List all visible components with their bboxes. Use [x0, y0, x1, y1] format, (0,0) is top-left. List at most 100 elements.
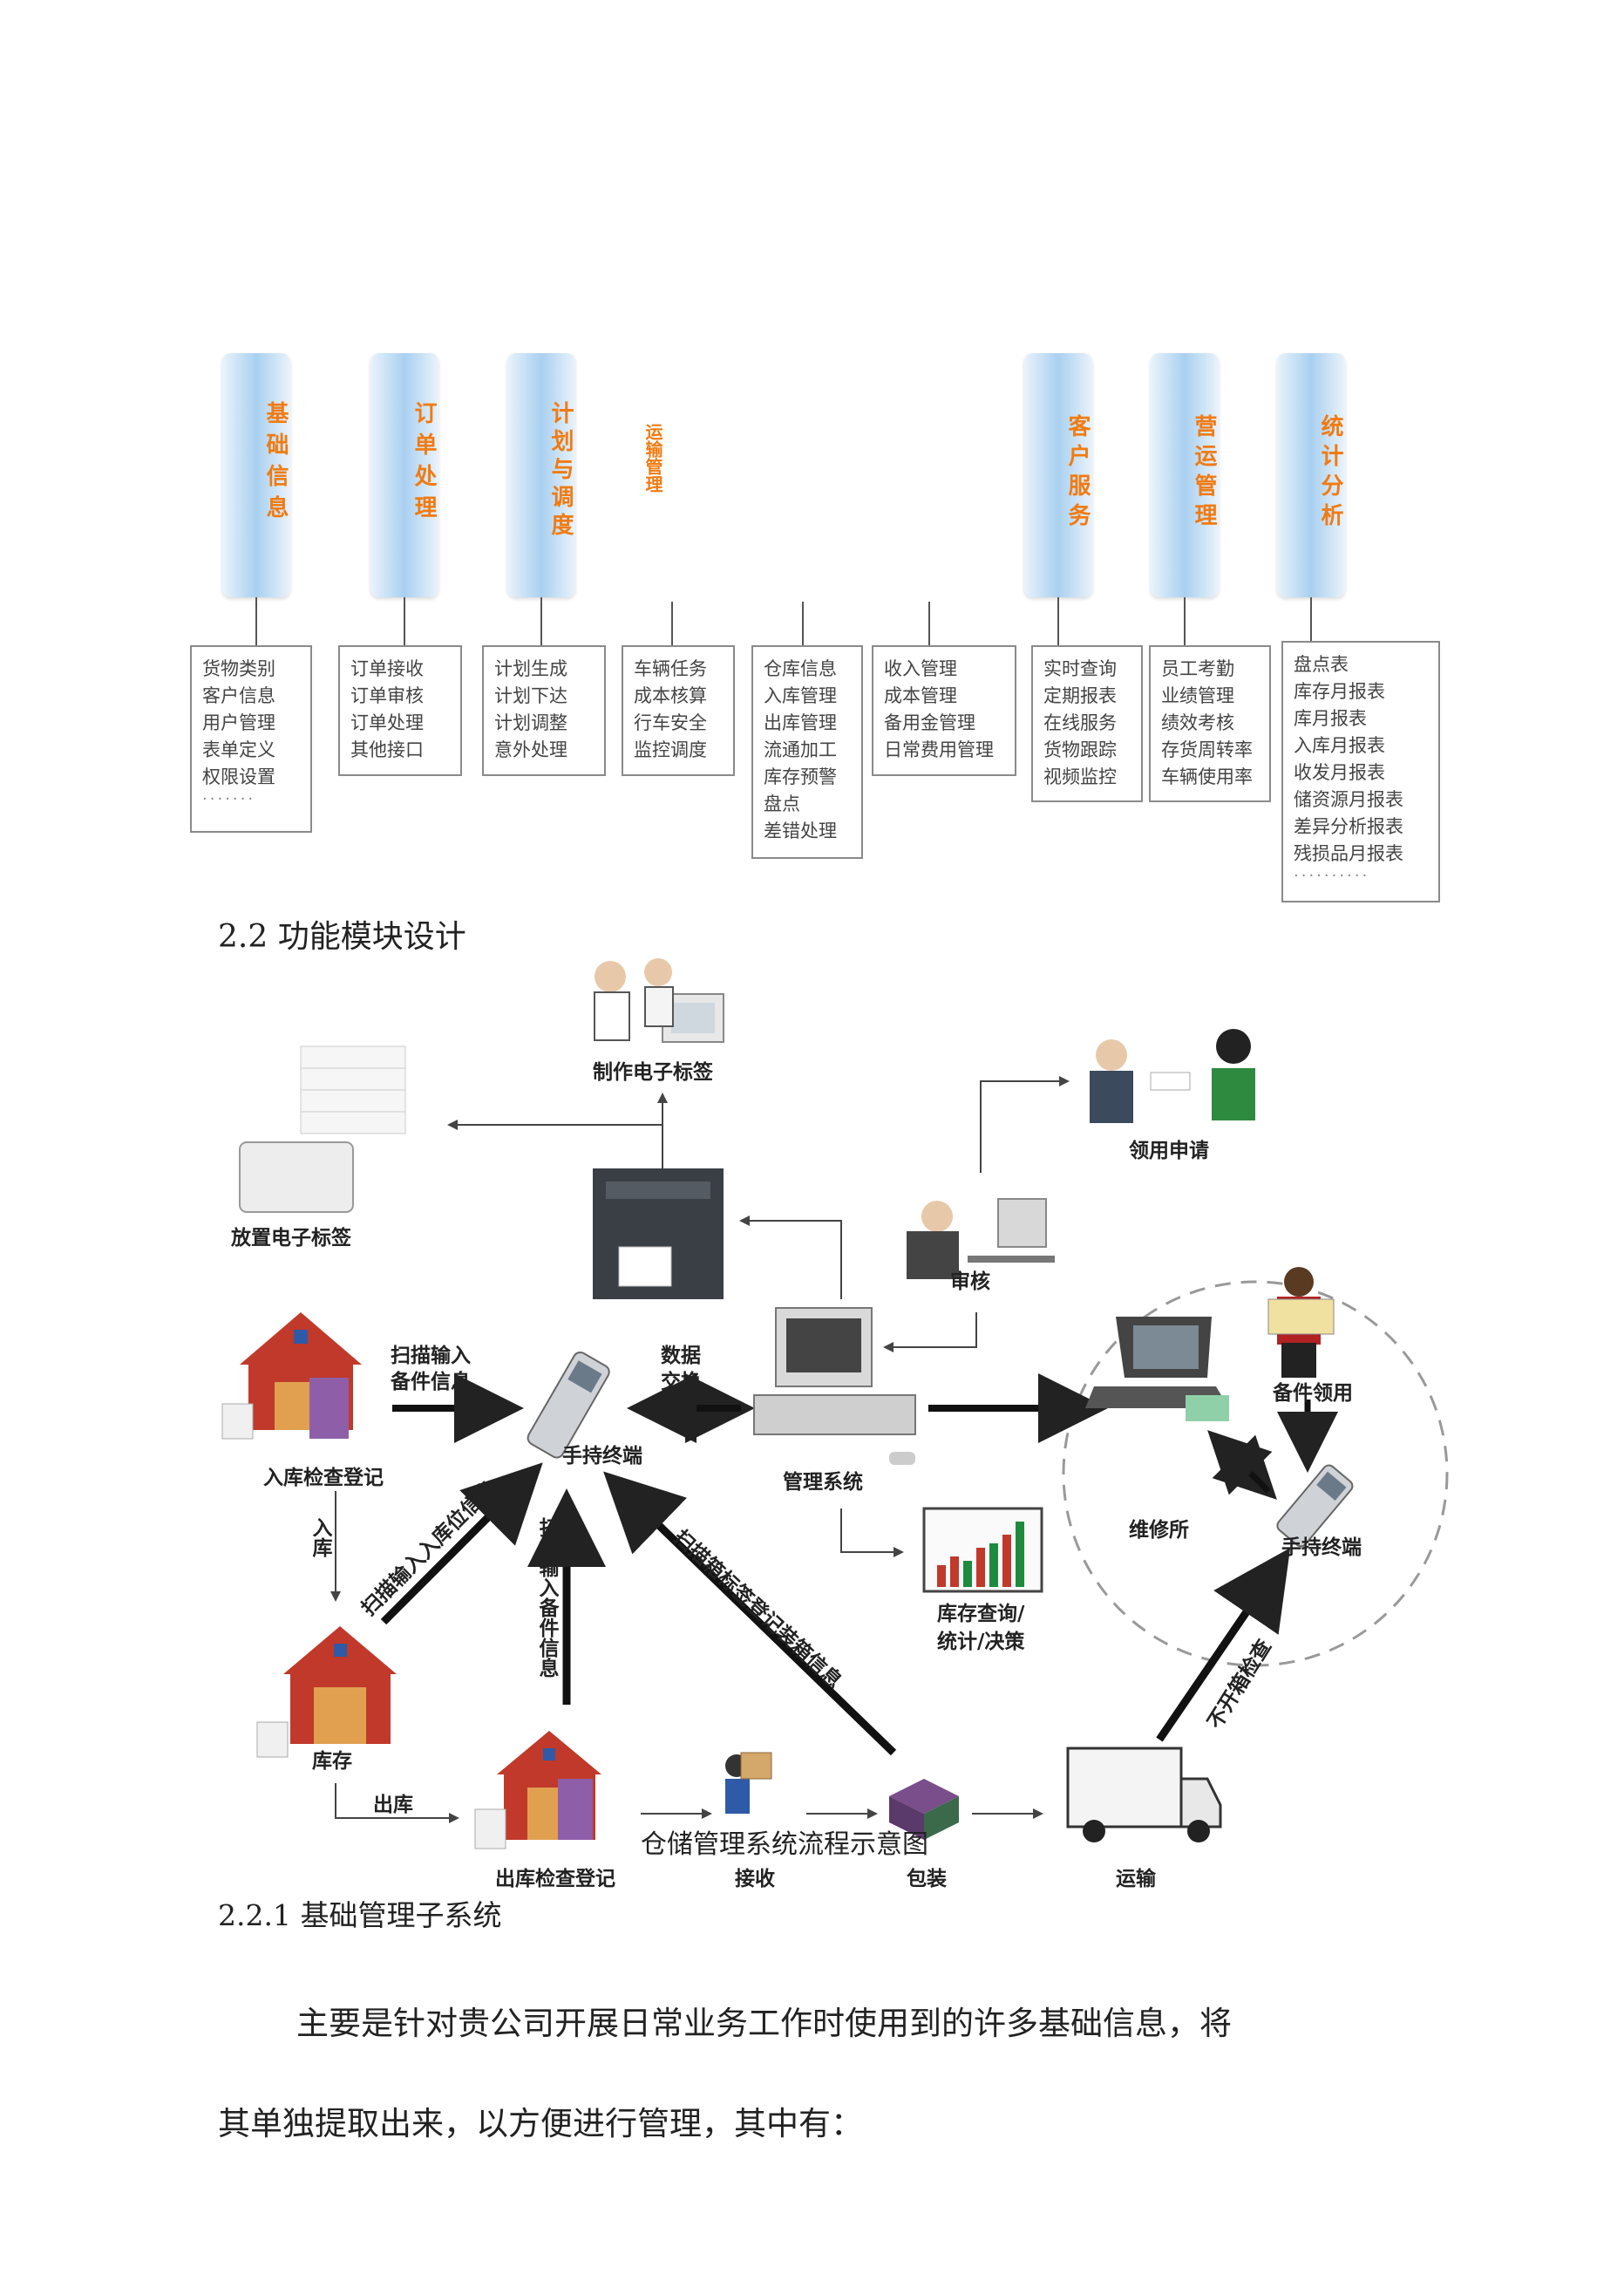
module-item: 库月报表 — [1294, 708, 1367, 729]
module-title: 计划与调度 — [547, 401, 574, 541]
module-box-operation: 员工考勤 业绩管理 绩效考核 存货周转率 车辆使用率 — [1149, 645, 1271, 802]
module-pill-operation: 营运管理 — [1151, 353, 1219, 597]
arrow — [335, 1783, 459, 1823]
module-title: 统计分析 — [1317, 414, 1343, 533]
warehouse-inbound-icon — [221, 1312, 362, 1440]
label-mgmt-system: 管理系统 — [783, 1470, 863, 1494]
module-item: 库存预警 — [764, 766, 837, 787]
label-receive: 接收 — [735, 1867, 775, 1890]
module-pill-order: 订单处理 — [370, 353, 438, 597]
module-item: 流通加工 — [764, 739, 837, 760]
arrow — [840, 1508, 904, 1557]
label-stock-query: 库存查询/ 统计/决策 — [937, 1602, 1025, 1653]
module-box-basic: 货物类别 客户信息 用户管理 表单定义 权限设置 ······· — [190, 645, 312, 833]
connector — [404, 597, 405, 645]
module-box-order: 订单接收 订单审核 订单处理 其他接口 — [338, 645, 462, 776]
module-item: 计划下达 — [494, 685, 567, 706]
label-parts-use: 备件领用 — [1273, 1381, 1353, 1405]
parts-worker-icon — [1267, 1267, 1335, 1378]
label-outbound-check: 出库检查登记 — [495, 1867, 615, 1890]
truck-icon — [1066, 1747, 1222, 1842]
label-data-exchange: 数据 交换 — [661, 1344, 701, 1393]
people-handover-icon — [1090, 1029, 1255, 1123]
module-item: 收发月报表 — [1294, 762, 1385, 783]
module-box-stats: 盘点表 库存月报表 库月报表 入库月报表 收发月报表 储资源月报表 差异分析报表… — [1281, 641, 1440, 902]
module-item: 视频监控 — [1043, 766, 1117, 787]
label-place-tag: 放置电子标签 — [231, 1226, 351, 1250]
module-box-customer: 实时查询 定期报表 在线服务 货物跟踪 视频监控 — [1031, 645, 1143, 802]
connector — [1184, 597, 1186, 645]
module-pill-basic: 基础信息 — [222, 353, 290, 597]
module-item: 行车安全 — [634, 712, 707, 733]
connector — [802, 602, 804, 645]
module-item: 车辆使用率 — [1161, 766, 1253, 787]
module-item: 权限设置 — [202, 766, 275, 787]
module-item: 残损品月报表 — [1294, 843, 1403, 864]
people-computer-icon — [594, 958, 724, 1043]
sub-heading: 2.2.1 基础管理子系统 — [218, 1898, 502, 1932]
module-item: 订单处理 — [350, 712, 424, 733]
module-item: 表单定义 — [202, 739, 275, 760]
label-inbound: 入库 — [309, 1517, 332, 1557]
warehouse-outbound-icon — [474, 1731, 601, 1849]
label-stock: 库存 — [312, 1749, 352, 1773]
arrow — [980, 1076, 1070, 1173]
tag-stack-icon — [239, 1045, 406, 1213]
arrow — [603, 1471, 897, 1756]
body-paragraph-line-1: 主要是针对贵公司开展日常业务工作时使用到的许多基础信息，将 — [296, 2005, 1232, 2042]
label-transport: 运输 — [1116, 1867, 1156, 1890]
module-item: 其他接口 — [350, 739, 424, 760]
module-item: 用户管理 — [202, 712, 275, 733]
module-item: 差异分析报表 — [1294, 816, 1403, 837]
auditor-computer-icon — [907, 1198, 1055, 1279]
module-title: 客户服务 — [1064, 414, 1091, 533]
connector — [255, 597, 257, 645]
module-item: 日常费用管理 — [884, 739, 994, 760]
module-item: 业绩管理 — [1161, 685, 1234, 706]
module-item: 定期报表 — [1043, 685, 1117, 706]
module-item: 订单审核 — [350, 685, 424, 706]
label-handheld-2: 手持终端 — [1281, 1536, 1362, 1559]
module-item: 绩效考核 — [1161, 712, 1234, 733]
management-computer-icon — [753, 1307, 916, 1465]
label-scan-input: 扫描输入 备件信息 — [391, 1344, 471, 1393]
module-box-warehouse: 仓库信息 入库管理 出库管理 流通加工 库存预警 盘点 差错处理 — [751, 645, 863, 859]
module-item: 在线服务 — [1043, 712, 1117, 733]
module-item: 计划生成 — [494, 658, 567, 679]
connector — [671, 602, 673, 645]
handheld-terminal-icon — [1276, 1464, 1354, 1548]
module-item: 员工考勤 — [1161, 658, 1234, 679]
label-handheld: 手持终端 — [562, 1444, 642, 1468]
module-title: 运输管理 — [642, 423, 663, 493]
module-item: 盘点 — [764, 793, 800, 814]
module-pill-plan: 计划与调度 — [507, 353, 575, 597]
ellipsis: ·········· — [1294, 867, 1370, 885]
module-item: 货物跟踪 — [1043, 739, 1117, 760]
module-item: 存货周转率 — [1161, 739, 1253, 760]
ellipsis: ······· — [202, 790, 256, 808]
package-icon — [889, 1779, 959, 1840]
label-pack: 包装 — [907, 1867, 947, 1890]
label-inbound-check: 入库检查登记 — [263, 1466, 384, 1489]
module-item: 车辆任务 — [634, 658, 707, 679]
arrow — [380, 1462, 543, 1625]
module-box-finance: 收入管理 成本管理 备用金管理 日常费用管理 — [872, 645, 1016, 776]
arrow — [739, 1216, 842, 1299]
module-label-transport: 运输管理 — [641, 423, 676, 528]
module-title: 营运管理 — [1191, 414, 1217, 533]
module-item: 入库管理 — [764, 685, 837, 706]
label-printer-icon — [593, 1168, 724, 1299]
receiver-worker-icon — [725, 1752, 772, 1814]
module-title: 基础信息 — [262, 401, 289, 527]
warehouse-stock-icon — [256, 1626, 397, 1758]
module-pill-customer: 客户服务 — [1024, 353, 1092, 597]
label-apply: 领用申请 — [1129, 1139, 1209, 1162]
module-box-transport: 车辆任务 成本核算 行车安全 监控调度 — [622, 645, 735, 776]
figure-caption: 仓储管理系统流程示意图 — [641, 1829, 928, 1860]
body-paragraph-line-2: 其单独提取出来，以方便进行管理，其中有： — [218, 2105, 863, 2142]
arrow — [1207, 1430, 1273, 1495]
module-item: 库存月报表 — [1294, 681, 1385, 702]
module-item: 成本管理 — [884, 685, 957, 706]
module-item: 实时查询 — [1043, 658, 1117, 679]
